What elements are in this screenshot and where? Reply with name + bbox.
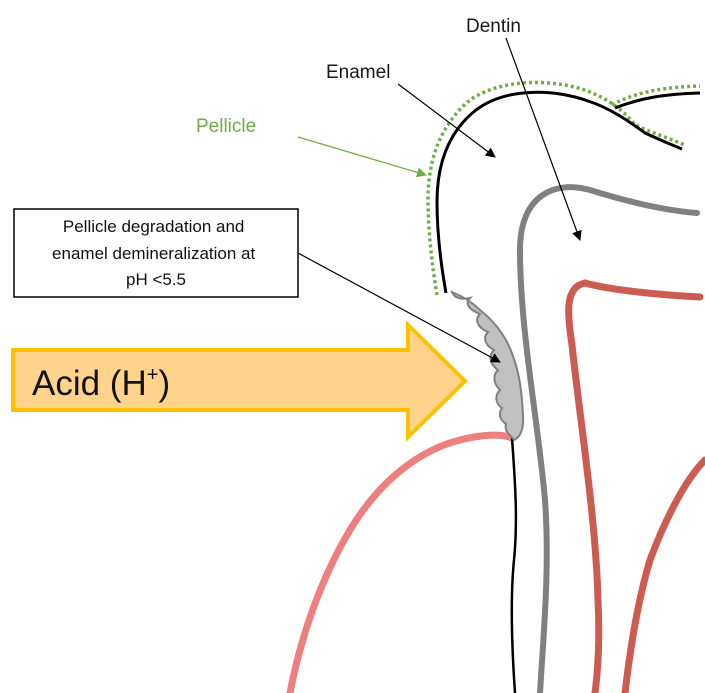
callout-line-2: enamel demineralization at (52, 244, 255, 263)
callout-line-3: pH <5.5 (126, 270, 186, 289)
callout-line-1: Pellicle degradation and (63, 217, 244, 236)
pellicle-label: Pellicle (196, 116, 256, 137)
enamel-label: Enamel (326, 62, 390, 83)
root-outline (512, 438, 516, 693)
enamel-outline (437, 92, 682, 293)
acid-label-close: ) (158, 364, 170, 403)
dentin-pointer-arrow (506, 38, 580, 240)
acid-label-main: Acid (H (32, 364, 147, 403)
dentin-label: Dentin (466, 16, 521, 37)
gingiva-outline (290, 435, 512, 693)
enamel-outline-cusp (615, 93, 700, 108)
dentin-outline (520, 187, 697, 693)
pellicle-pointer-arrow (298, 137, 426, 175)
pulp-outline-outer (625, 460, 705, 693)
demineralized-lesion (452, 292, 523, 440)
acid-label-superscript: + (147, 364, 159, 386)
